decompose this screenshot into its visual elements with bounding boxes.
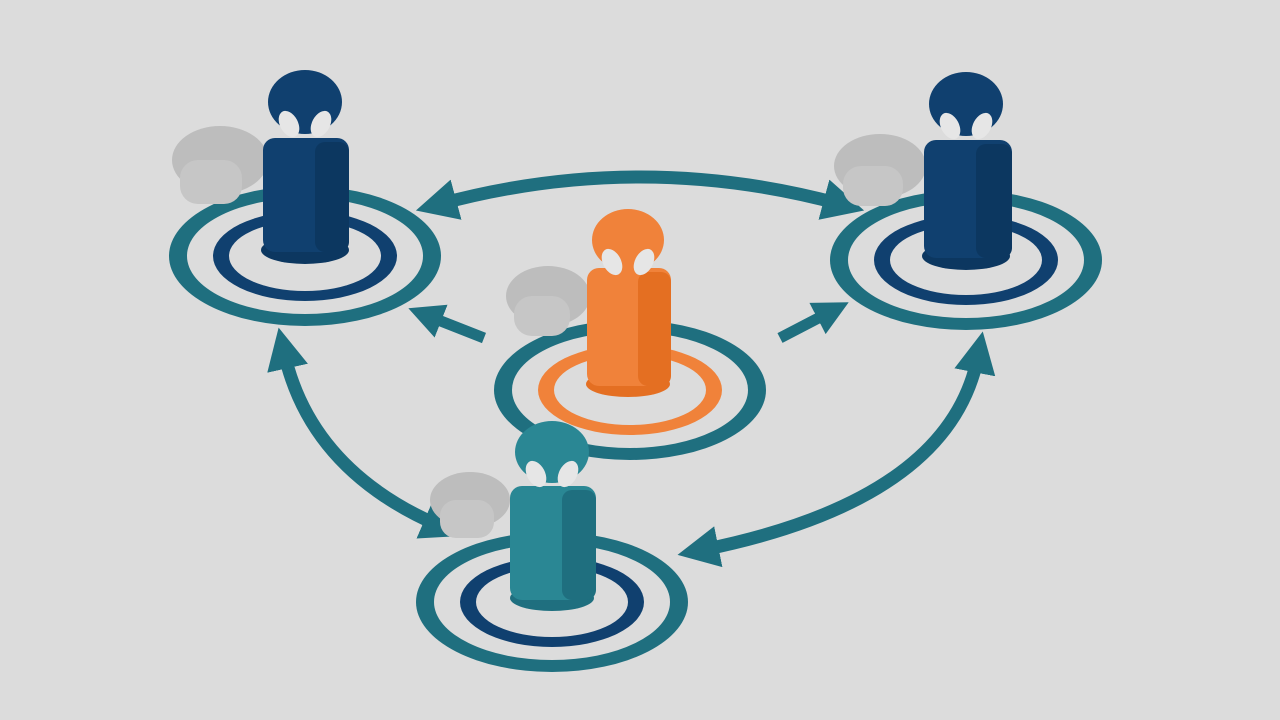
arrow-top-left-to-bottom	[267, 327, 463, 539]
node-center	[494, 209, 766, 460]
person-figure-icon	[172, 70, 349, 264]
arrow-top-left-to-top-right	[415, 170, 865, 220]
node-top-right	[830, 72, 1102, 330]
arrow-center-to-top-right	[777, 302, 849, 343]
node-bottom	[416, 421, 688, 672]
person-figure-icon	[506, 209, 671, 397]
node-top-left	[169, 70, 441, 326]
arrow-bottom-to-top-right	[677, 331, 996, 568]
arrow-center-to-top-left	[408, 304, 487, 344]
person-figure-icon	[430, 421, 596, 611]
person-figure-icon	[834, 72, 1012, 270]
